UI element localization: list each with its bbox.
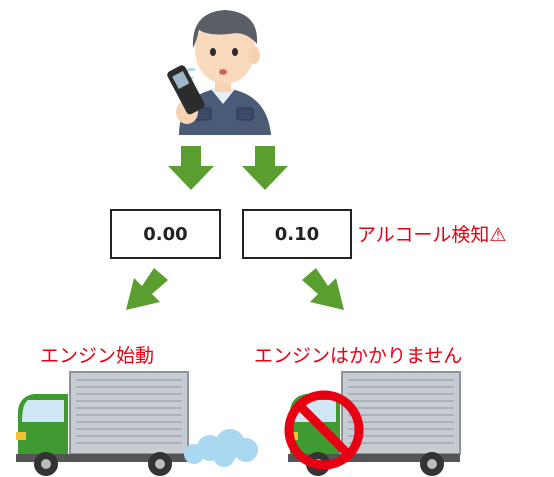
engine-start-label: エンジン始動 <box>40 345 155 367</box>
truck-icon <box>14 370 192 477</box>
down-arrow-icon <box>242 146 288 190</box>
diagonal-arrow-icon <box>296 268 348 312</box>
prohibition-icon <box>282 388 366 472</box>
alcohol-detected-label: アルコール検知⚠ <box>357 224 507 246</box>
exhaust-cloud-icon <box>180 424 262 468</box>
down-arrow-icon <box>168 146 214 190</box>
reading-fail-box: 0.10 <box>242 209 352 259</box>
reading-pass-box: 0.00 <box>110 209 221 259</box>
worker-breathalyzer-icon <box>165 0 285 135</box>
diagonal-arrow-icon <box>122 268 174 312</box>
engine-no-start-label: エンジンはかかりません <box>254 345 463 367</box>
